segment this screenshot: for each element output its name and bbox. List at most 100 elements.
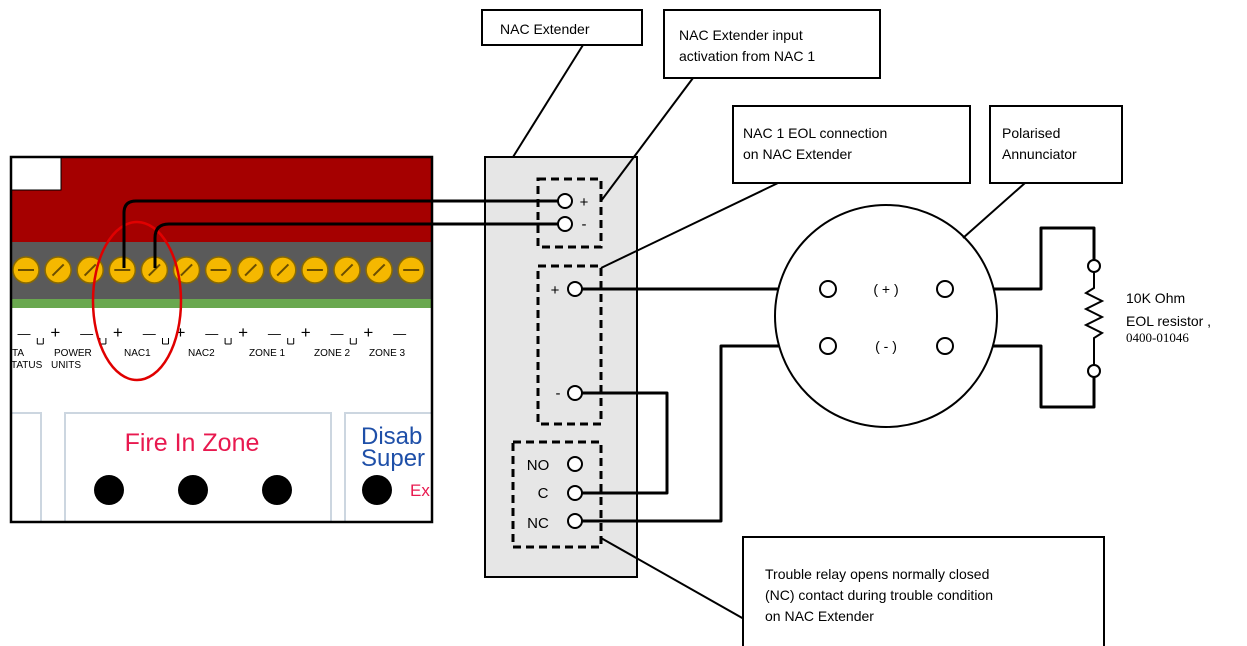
screw-slot [180, 263, 193, 277]
input-minus-terminal [557, 216, 573, 232]
disable-led [362, 475, 392, 505]
callout-trouble-relay-line3: on NAC Extender [765, 608, 874, 624]
screw-slot [83, 263, 97, 277]
terminal-label-units: UNITS [51, 360, 81, 371]
terminal-label-nac2: NAC2 [188, 348, 215, 359]
nac1-highlight-ellipse [91, 220, 183, 382]
relay-c-label: C [538, 485, 549, 502]
polarity-plus-mark: + [238, 323, 248, 342]
terminal-pair-bracket [349, 338, 357, 345]
polarity-plus-mark: + [50, 323, 60, 342]
terminal-pair-bracket [287, 338, 295, 345]
resistor-part-number: 0400-01046 [1126, 330, 1189, 345]
input-plus-terminal [557, 193, 573, 209]
eol-minus-terminal [567, 385, 583, 401]
terminal-pair-bracket [36, 338, 44, 345]
terminal-label-power: POWER [54, 348, 92, 359]
ex-label: Ex [410, 481, 430, 500]
disable-window [344, 412, 433, 523]
wire-nac1-plus [122, 199, 558, 268]
callout-eol-connection-line2: on NAC Extender [743, 146, 852, 162]
eol-resistor: 10K Ohm EOL resistor , 0400-01046 [1083, 259, 1211, 378]
zone-window-left [10, 412, 42, 523]
callout-eol-connection-box [732, 105, 971, 184]
callout-nac-extender-box [481, 9, 643, 46]
resistor-label-line2: EOL resistor , [1126, 313, 1211, 329]
panel-border [9, 155, 434, 524]
callout-trouble-relay-line1: Trouble relay opens normally closed [765, 566, 989, 582]
relay-nc-label: NC [527, 515, 549, 532]
leader-nac-extender [512, 44, 584, 158]
eol-terminal-group [536, 264, 603, 426]
leader-trouble-relay [600, 537, 745, 620]
terminal-pair-bracket [224, 338, 232, 345]
green-strip [11, 299, 432, 308]
callout-nac-extender: NAC Extender [500, 21, 590, 37]
callout-trouble-relay-box [742, 536, 1105, 646]
resistor-top-terminal [1087, 259, 1101, 273]
polarised-annunciator: ( + ) ( - ) [774, 204, 998, 428]
screw-slot [148, 263, 161, 277]
polarity-plus-mark: + [363, 323, 373, 342]
callout-input-activation-line2: activation from NAC 1 [679, 48, 815, 64]
polarity-minus-mark: — [331, 326, 344, 341]
annunciator-minus-in-terminal [819, 337, 837, 355]
relay-no-label: NO [527, 457, 550, 474]
screw-slot [372, 263, 386, 277]
relay-no-terminal [567, 456, 583, 472]
polarity-minus-mark: — [18, 326, 31, 341]
relay-terminal-group [511, 440, 603, 549]
callout-eol-connection-line1: NAC 1 EOL connection [743, 125, 887, 141]
annunciator-plus-out-terminal [936, 280, 954, 298]
wires [122, 199, 1096, 523]
callout-annunciator-line1: Polarised [1002, 125, 1060, 141]
terminal-label-zone1: ZONE 1 [249, 348, 286, 359]
panel-corner-label [10, 156, 62, 191]
relay-nc-terminal [567, 513, 583, 529]
leader-annunciator [962, 182, 1026, 239]
input-terminal-group [536, 177, 603, 249]
callout-input-activation-line1: NAC Extender input [679, 27, 803, 43]
wire-relay-nc-to-annunciator [578, 344, 821, 523]
terminals [557, 193, 583, 529]
screw-slot [340, 263, 354, 277]
polarity-plus-mark: + [301, 323, 311, 342]
wire-annunciator-plus-to-resistor [953, 226, 1096, 291]
annunciator-minus-label: ( - ) [875, 338, 897, 354]
terminal-screws [12, 256, 425, 284]
zone-led-2 [178, 475, 208, 505]
terminal-label-zone2: ZONE 2 [314, 348, 351, 359]
terminal-label-ta: TA [12, 348, 24, 359]
fire-in-zone-label: Fire In Zone [125, 429, 260, 457]
polarity-minus-mark: — [268, 326, 281, 341]
input-minus-label: - [582, 216, 587, 233]
callout-annunciator-line2: Annunciator [1002, 146, 1077, 162]
polarity-minus-mark: — [393, 326, 406, 341]
leader-eol-connection [600, 182, 779, 269]
polarity-plus-mark: + [113, 323, 123, 342]
resistor-bottom-terminal [1087, 364, 1101, 378]
relay-c-terminal [567, 485, 583, 501]
resistor-zigzag-icon [1083, 260, 1105, 377]
leader-input-activation [600, 77, 694, 202]
terminal-polarity-marks: —+—+—+—+—+—+— [18, 323, 406, 345]
callouts: NAC Extender NAC Extender input activati… [481, 9, 1123, 646]
eol-plus-terminal [567, 281, 583, 297]
wire-nac1-minus [153, 222, 558, 268]
annunciator-plus-in-terminal [819, 280, 837, 298]
wire-annunciator-minus-to-resistor [953, 344, 1096, 409]
terminal-label-zone3: ZONE 3 [369, 348, 406, 359]
supervisory-label: Super [361, 445, 425, 472]
annunciator-plus-label: ( + ) [873, 281, 898, 297]
eol-plus-label: + [551, 282, 560, 299]
wire-eol-minus-to-relay-c [578, 391, 669, 495]
screw-slot [244, 263, 258, 277]
callout-trouble-relay-line2: (NC) contact during trouble condition [765, 587, 993, 603]
resistor-label-line1: 10K Ohm [1126, 290, 1185, 306]
input-plus-label: + [580, 194, 589, 211]
screw-slot [276, 263, 290, 277]
screw-slot [51, 263, 65, 277]
fire-panel: —+—+—+—+—+—+— TA TATUS POWER UNITS NAC1 … [9, 155, 434, 524]
polarity-minus-mark: — [205, 326, 218, 341]
polarity-plus-mark: + [176, 323, 186, 342]
